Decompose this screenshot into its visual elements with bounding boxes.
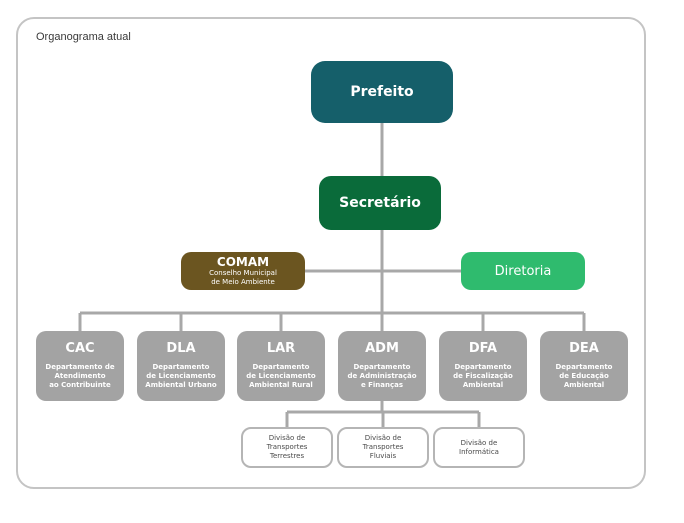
department-code: CAC bbox=[65, 341, 95, 356]
node-prefeito: Prefeito bbox=[311, 61, 453, 123]
node-department-dfa: DFA Departamento de Fiscalização Ambient… bbox=[439, 331, 527, 401]
department-code: DLA bbox=[166, 341, 196, 356]
department-name: Departamento de Licenciamento Ambiental … bbox=[246, 363, 316, 389]
department-code: ADM bbox=[365, 341, 399, 356]
node-division-informatica: Divisão de Informática bbox=[433, 427, 525, 468]
division-label: Divisão de Transportes Terrestres bbox=[266, 434, 308, 460]
department-name: Departamento de Fiscalização Ambiental bbox=[453, 363, 513, 389]
node-prefeito-label: Prefeito bbox=[350, 84, 414, 100]
node-department-lar: LAR Departamento de Licenciamento Ambien… bbox=[237, 331, 325, 401]
node-department-dea: DEA Departamento de Educação Ambiental bbox=[540, 331, 628, 401]
node-diretoria-label: Diretoria bbox=[494, 263, 552, 279]
node-diretoria: Diretoria bbox=[461, 252, 585, 290]
node-division-fluviais: Divisão de Transportes Fluviais bbox=[337, 427, 429, 468]
node-division-terrestres: Divisão de Transportes Terrestres bbox=[241, 427, 333, 468]
node-secretario: Secretário bbox=[319, 176, 441, 230]
department-name: Departamento de Educação Ambiental bbox=[555, 363, 613, 389]
node-secretario-label: Secretário bbox=[339, 195, 421, 211]
department-code: DFA bbox=[468, 341, 498, 356]
node-comam: COMAM Conselho Municipal de Meio Ambient… bbox=[181, 252, 305, 290]
node-department-dla: DLA Departamento de Licenciamento Ambien… bbox=[137, 331, 225, 401]
node-comam-code: COMAM bbox=[216, 254, 270, 269]
org-chart-title: Organograma atual bbox=[36, 31, 131, 43]
node-department-cac: CAC Departamento de Atendimento ao Contr… bbox=[36, 331, 124, 401]
department-name: Departamento de Atendimento ao Contribui… bbox=[45, 363, 115, 389]
department-code: DEA bbox=[569, 341, 599, 356]
node-department-adm: ADM Departamento de Administração e Fina… bbox=[338, 331, 426, 401]
department-name: Departamento de Administração e Finanças bbox=[347, 363, 417, 389]
department-code: LAR bbox=[266, 341, 296, 356]
department-name: Departamento de Licenciamento Ambiental … bbox=[145, 363, 217, 389]
org-chart-frame bbox=[16, 17, 646, 489]
node-comam-name: Conselho Municipal de Meio Ambiente bbox=[209, 268, 277, 286]
division-label: Divisão de Transportes Fluviais bbox=[362, 434, 404, 460]
division-label: Divisão de Informática bbox=[459, 438, 499, 456]
